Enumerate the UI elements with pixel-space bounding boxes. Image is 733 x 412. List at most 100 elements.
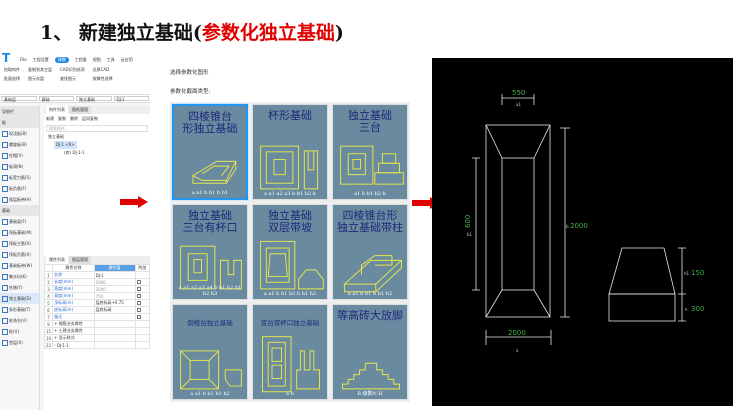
dim-b-label: b bbox=[566, 224, 569, 229]
nav-item[interactable]: 筏板主筋(R) bbox=[0, 238, 39, 249]
row-number: 8 bbox=[43, 320, 54, 328]
nav-item[interactable]: 筏板基础(M) bbox=[0, 227, 39, 238]
property-extra bbox=[134, 327, 150, 335]
tab-properties[interactable]: 属性列表 bbox=[46, 256, 68, 264]
property-value[interactable]: DJ-1 bbox=[93, 271, 136, 279]
header-value: 属性值 bbox=[93, 264, 136, 272]
checkbox[interactable] bbox=[136, 314, 141, 319]
menu-item[interactable]: 建模 bbox=[54, 57, 69, 63]
menu-item[interactable]: 工具 bbox=[106, 57, 115, 62]
property-value[interactable]: 2000 bbox=[93, 278, 136, 286]
shape-diagram bbox=[343, 255, 403, 293]
tab-component-list[interactable]: 构件列表 bbox=[46, 106, 68, 114]
menu-item[interactable]: 视图 bbox=[92, 57, 101, 62]
nav-item[interactable]: 柱墩(Y) bbox=[0, 282, 39, 293]
nav-group[interactable]: 板 bbox=[0, 117, 39, 128]
tab-layers[interactable]: 图层管理 bbox=[69, 256, 91, 264]
nav-item[interactable]: 板受力筋(S) bbox=[0, 172, 39, 183]
copy-between-floors-button[interactable]: 层间复制 bbox=[82, 116, 98, 121]
toolbar-button[interactable]: 复制到其它层 bbox=[28, 67, 52, 72]
property-value[interactable]: 层底标高 bbox=[93, 306, 136, 314]
tab-drawing-management[interactable]: 图纸管理 bbox=[69, 106, 91, 114]
checkbox[interactable] bbox=[136, 307, 141, 312]
menu-item[interactable]: 工程设置 bbox=[32, 57, 49, 62]
property-name: - DJ-1-1 bbox=[52, 341, 95, 349]
nav-item[interactable]: 独立基础(D) bbox=[0, 293, 39, 304]
property-value[interactable] bbox=[93, 341, 136, 349]
tree-node[interactable]: 独立基础 bbox=[48, 134, 64, 139]
dim-h1: 150 bbox=[691, 269, 704, 277]
new-button[interactable]: 新建 bbox=[46, 116, 54, 121]
checkbox[interactable] bbox=[136, 286, 141, 291]
shape-diagram bbox=[340, 145, 404, 185]
property-value[interactable] bbox=[93, 334, 136, 342]
nav-group[interactable]: 基础 bbox=[0, 205, 39, 216]
copy-button[interactable]: 复制 bbox=[58, 116, 66, 121]
shape-diagram bbox=[180, 245, 242, 290]
search-input[interactable]: 搜索构件... bbox=[46, 125, 148, 132]
toolbar-button[interactable]: 还原CAD bbox=[92, 67, 110, 72]
menu-item[interactable]: 工程量 bbox=[74, 57, 87, 62]
shape-title-line1: 杯形基础 bbox=[268, 109, 312, 122]
checkbox[interactable] bbox=[136, 279, 141, 284]
menu-item[interactable]: File bbox=[20, 57, 27, 62]
shape-title-line2: 独立基础带柱 bbox=[337, 221, 403, 234]
property-name: + 土建业务属性 bbox=[52, 327, 95, 335]
property-name: 高度(mm) bbox=[52, 292, 95, 300]
nav-item[interactable]: 螺旋板(B) bbox=[0, 139, 39, 150]
shape-title-line1: 双台双杯口独立基础 bbox=[260, 319, 320, 327]
toolbar-button[interactable]: 按属性选择 bbox=[92, 76, 113, 81]
toolbar-button[interactable]: 图元存盘 bbox=[28, 76, 44, 81]
nav-item[interactable]: 现浇板(B) bbox=[0, 128, 39, 139]
dropdown-select[interactable]: 基础 bbox=[38, 96, 74, 102]
dim-b: 2000 bbox=[570, 222, 588, 230]
property-name: 顶标高(m) bbox=[52, 299, 95, 307]
delete-button[interactable]: 删除 bbox=[70, 116, 78, 121]
nav-item[interactable]: 板负筋(F) bbox=[0, 183, 39, 194]
dropdown-select[interactable]: 基础层 bbox=[1, 96, 37, 102]
nav-item[interactable]: 基础板带(W) bbox=[0, 260, 39, 271]
nav-item[interactable]: 集水坑(K) bbox=[0, 271, 39, 282]
property-value[interactable] bbox=[93, 313, 136, 321]
nav-item[interactable]: 基础梁(F) bbox=[0, 216, 39, 227]
dim-a-label: a bbox=[516, 348, 519, 353]
property-value[interactable] bbox=[93, 320, 136, 328]
shape-title-line1: 独立基础 bbox=[188, 209, 232, 222]
tree-node-selected[interactable]: DJ-1 <0> bbox=[54, 141, 77, 149]
property-value[interactable]: 2000 bbox=[93, 285, 136, 293]
property-value[interactable] bbox=[93, 327, 136, 335]
nav-item[interactable]: 楼层板带(H) bbox=[0, 194, 39, 205]
toolbar-button[interactable]: CAD识别选项 bbox=[60, 67, 85, 72]
nav-item[interactable]: 筏板负筋(X) bbox=[0, 249, 39, 260]
toolbar-button[interactable]: 查找图元 bbox=[60, 76, 76, 81]
property-value[interactable]: 750 bbox=[93, 292, 136, 300]
shape-title-line2: 三台有杯口 bbox=[182, 221, 238, 234]
menu-item[interactable]: 云应用 bbox=[120, 57, 133, 62]
nav-item[interactable]: 桩(U) bbox=[0, 326, 39, 337]
nav-item[interactable]: 桩承台(V) bbox=[0, 315, 39, 326]
component-tree: 独立基础 DJ-1 <0> (底) DJ-1-1 bbox=[44, 133, 150, 157]
nav-item[interactable]: 垫层(X) bbox=[0, 337, 39, 348]
tree-node[interactable]: (底) DJ-1-1 bbox=[64, 150, 85, 155]
checkbox[interactable] bbox=[136, 300, 141, 305]
dropdown-select[interactable]: DJ-1 bbox=[113, 96, 149, 102]
property-value[interactable]: 层底标高+0.75 bbox=[93, 299, 136, 307]
toolbar-button[interactable]: 拾取构件 bbox=[4, 67, 20, 72]
nav-item[interactable]: 柱帽(V) bbox=[0, 150, 39, 161]
nav-item[interactable]: 板洞(N) bbox=[0, 161, 39, 172]
shape-option-title: 四棱锥台形独立基础带柱 bbox=[333, 210, 407, 234]
checkbox[interactable] bbox=[136, 293, 141, 298]
nav-item[interactable]: 条形基础(T) bbox=[0, 304, 39, 315]
toolbar-button[interactable]: 批量选择 bbox=[4, 76, 20, 81]
dropdown-select[interactable]: 独立基础 bbox=[76, 96, 112, 102]
